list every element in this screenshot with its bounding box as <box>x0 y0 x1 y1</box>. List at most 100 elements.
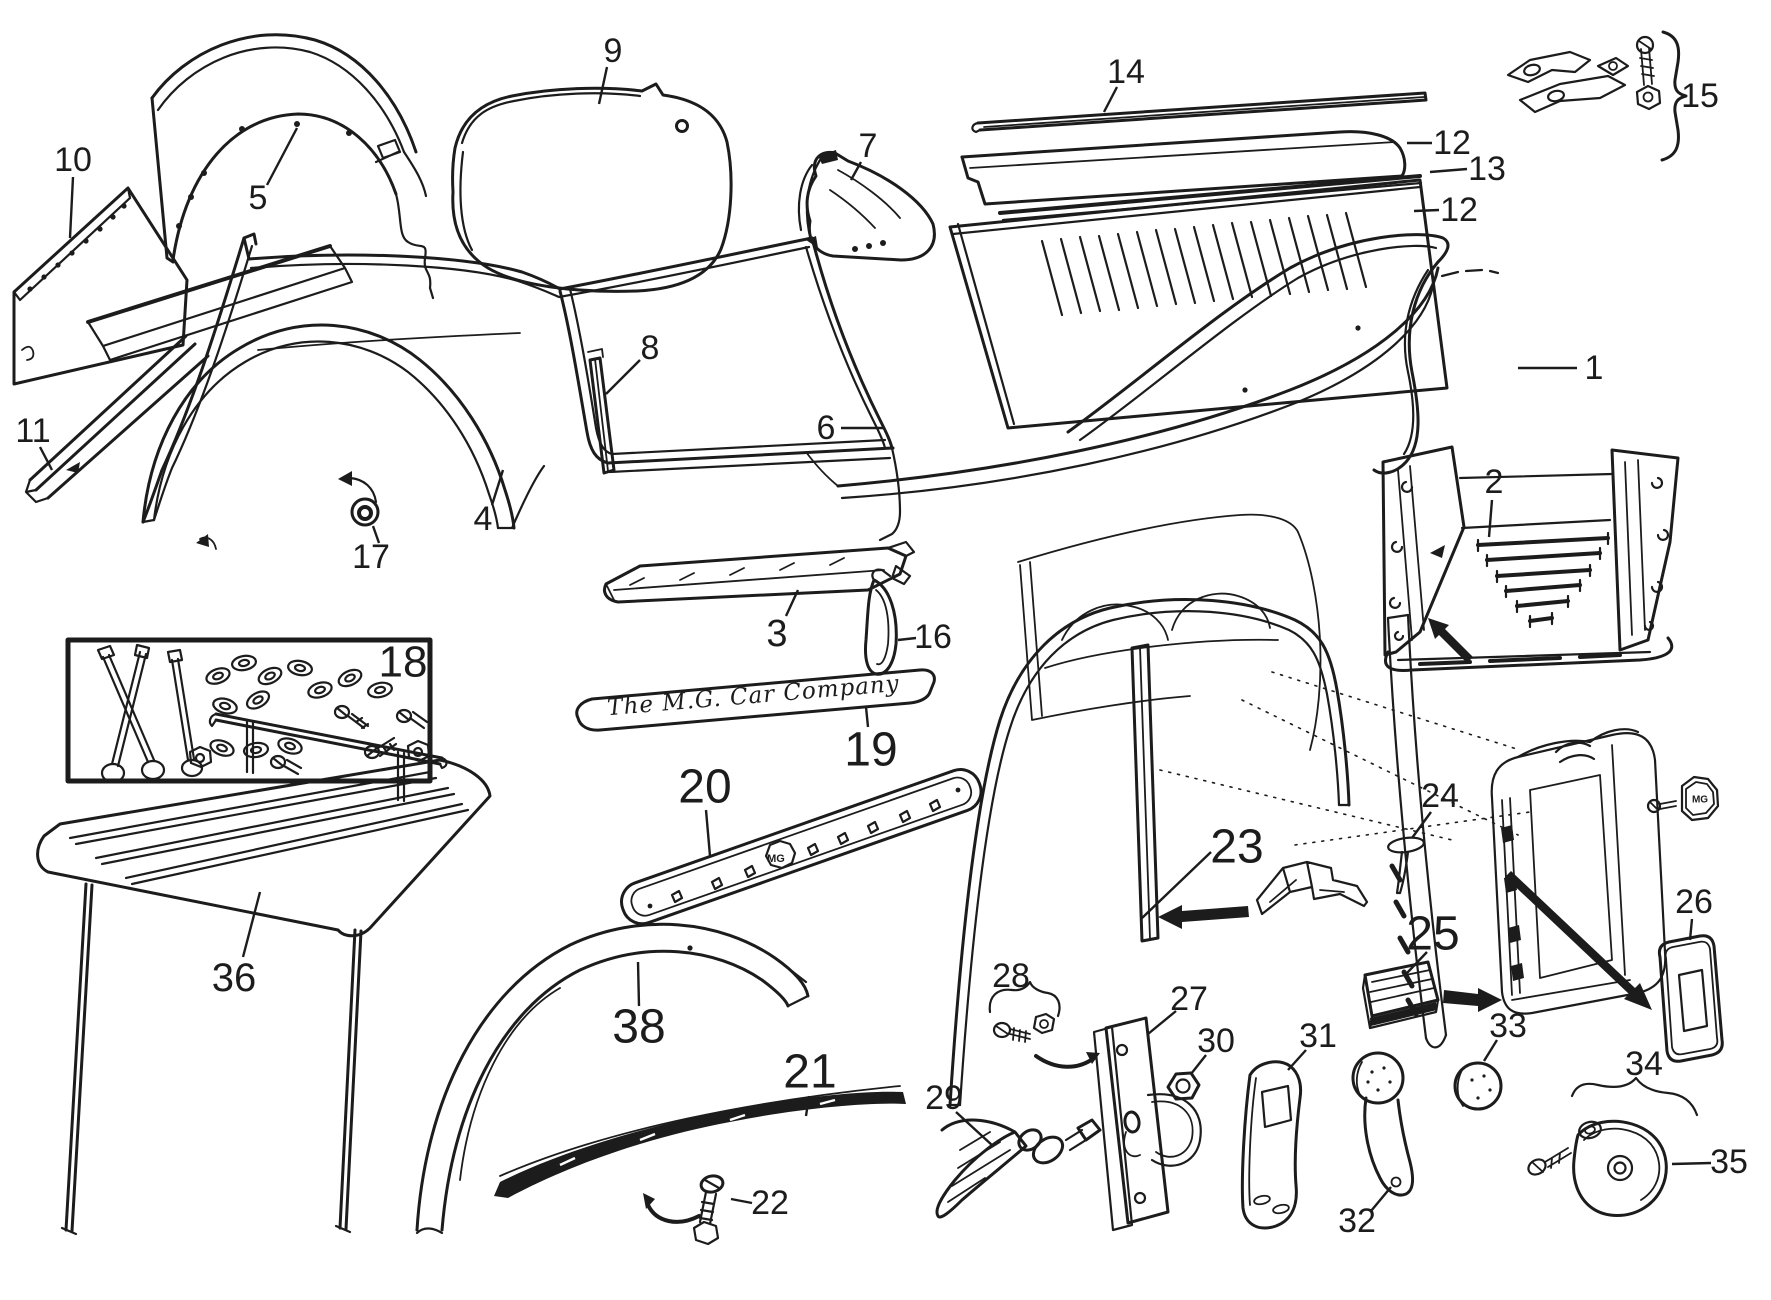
leader-line-23 <box>1140 851 1212 920</box>
leader-line-38 <box>636 961 641 1007</box>
part-20-tread-plate: MG <box>620 768 983 926</box>
leader-line-12 <box>1413 208 1440 213</box>
part-28-screw-nut <box>992 1012 1056 1043</box>
part-label-20: 20 <box>678 761 731 814</box>
part-31-rubber-pad <box>1240 1060 1303 1230</box>
part-11-sill-channel <box>24 334 210 504</box>
part-7-cowl-side <box>797 150 936 262</box>
part-label-36: 36 <box>212 956 257 1000</box>
leader-line-17 <box>371 525 381 544</box>
leader-line-33 <box>1482 1039 1499 1062</box>
part-label-24: 24 <box>1421 777 1459 815</box>
part-29-door-handle <box>935 1118 1102 1219</box>
direction-arrows <box>1158 618 1652 1012</box>
plate-badge-text: MG <box>767 853 785 865</box>
part-14-bonnet-strip <box>971 91 1428 134</box>
part-label-27: 27 <box>1170 980 1208 1018</box>
part-12-13-bonnet-panels <box>948 130 1449 430</box>
leader-line-20 <box>704 809 712 857</box>
part-label-4: 4 <box>474 500 493 538</box>
part-5-wheel-arch-panel <box>150 33 435 300</box>
arrow-upleft-pillar <box>1428 618 1473 663</box>
leader-line-29 <box>955 1111 994 1147</box>
leader-line-4 <box>490 469 505 506</box>
part-label-5: 5 <box>249 179 268 217</box>
part-label-11: 11 <box>15 412 50 450</box>
part-26-grommet-pad <box>1657 934 1724 1063</box>
part-label-30: 30 <box>1197 1022 1235 1060</box>
part-label-21: 21 <box>783 1046 836 1099</box>
leader-line-36 <box>241 891 262 958</box>
part-22-bolt-nut <box>692 1174 725 1246</box>
leader-line-24 <box>1411 811 1432 839</box>
part-18-hardware-box <box>65 637 433 784</box>
part-label-25: 25 <box>1406 908 1459 961</box>
part-label-18: 18 <box>379 638 428 687</box>
part-38-arch-trim <box>415 922 810 1235</box>
part-label-12: 12 <box>1440 191 1478 229</box>
part-19-scripted-strip <box>575 668 936 732</box>
part-label-26: 26 <box>1675 883 1713 921</box>
leader-line-32 <box>1370 1186 1392 1212</box>
mg-badge-medallion: MG <box>1646 775 1720 822</box>
leader-line-16 <box>897 636 917 642</box>
part-label-10: 10 <box>54 141 92 179</box>
part-label-34: 34 <box>1625 1045 1663 1083</box>
part-9-scuttle-panel <box>451 82 733 293</box>
leader-line-31 <box>1287 1049 1307 1071</box>
part-35-escutcheon-plate <box>1572 1119 1668 1217</box>
part-32-crank-handle <box>1351 1051 1415 1197</box>
floor-ribs <box>1476 531 1610 629</box>
part-label-6: 6 <box>817 409 836 447</box>
part-label-12: 12 <box>1433 124 1471 162</box>
leader-line-11 <box>38 446 54 471</box>
brace-34 <box>1570 1076 1699 1117</box>
body-tub-assembly <box>141 232 902 550</box>
arrow-left-channel <box>1158 905 1249 929</box>
part-2-floor-assembly <box>1381 445 1680 672</box>
part-label-2: 2 <box>1485 463 1504 501</box>
part-1-body-side <box>805 233 1500 500</box>
part-label-29: 29 <box>925 1079 963 1117</box>
part-label-9: 9 <box>604 32 623 70</box>
leader-line-5 <box>265 127 299 186</box>
part-25-packing-block <box>1361 960 1440 1030</box>
part-label-7: 7 <box>859 127 878 165</box>
leader-line-22 <box>730 1197 753 1205</box>
part-label-38: 38 <box>612 1001 665 1054</box>
part-16-bracket <box>864 568 898 676</box>
brace-15 <box>1660 30 1688 162</box>
part-label-16: 16 <box>914 618 952 656</box>
hardware-washers <box>205 654 393 759</box>
part-33-round-plug <box>1453 1061 1503 1111</box>
part-36-luggage-rack <box>36 712 492 1236</box>
curved-arrows <box>338 471 1100 1224</box>
leader-line-26 <box>1688 918 1694 941</box>
leader-line-35 <box>1671 1161 1712 1166</box>
part-label-1: 1 <box>1585 349 1604 387</box>
leader-line-25 <box>1406 951 1428 974</box>
part-label-33: 33 <box>1489 1007 1527 1045</box>
bonnet-louvres <box>1040 211 1368 317</box>
part-21-trim-strip <box>494 1085 906 1198</box>
part-15-latch-hardware <box>1506 35 1662 114</box>
ghost-fuel-tank <box>1490 728 1667 1015</box>
part-label-19: 19 <box>844 724 897 777</box>
plate-mg-octagon <box>764 839 797 870</box>
part-34-screw-washer <box>1527 1120 1602 1176</box>
part-label-32: 32 <box>1338 1202 1376 1240</box>
leader-line-7 <box>849 161 863 181</box>
leader-line-2 <box>1487 499 1494 538</box>
part-labels: 1234567891011121312141516171819202122232… <box>15 32 1748 1240</box>
part-label-35: 35 <box>1710 1143 1748 1181</box>
part-label-13: 13 <box>1468 150 1506 188</box>
tank-badge-text: MG <box>1692 795 1708 806</box>
arrow-right-packing <box>1443 988 1502 1012</box>
leader-line-9 <box>597 66 609 105</box>
leader-line-13 <box>1429 167 1468 174</box>
part-3-sill-tread <box>603 540 916 604</box>
part-label-3: 3 <box>766 613 787 655</box>
leader-line-14 <box>1102 86 1119 113</box>
hardware-bolts <box>96 643 204 784</box>
